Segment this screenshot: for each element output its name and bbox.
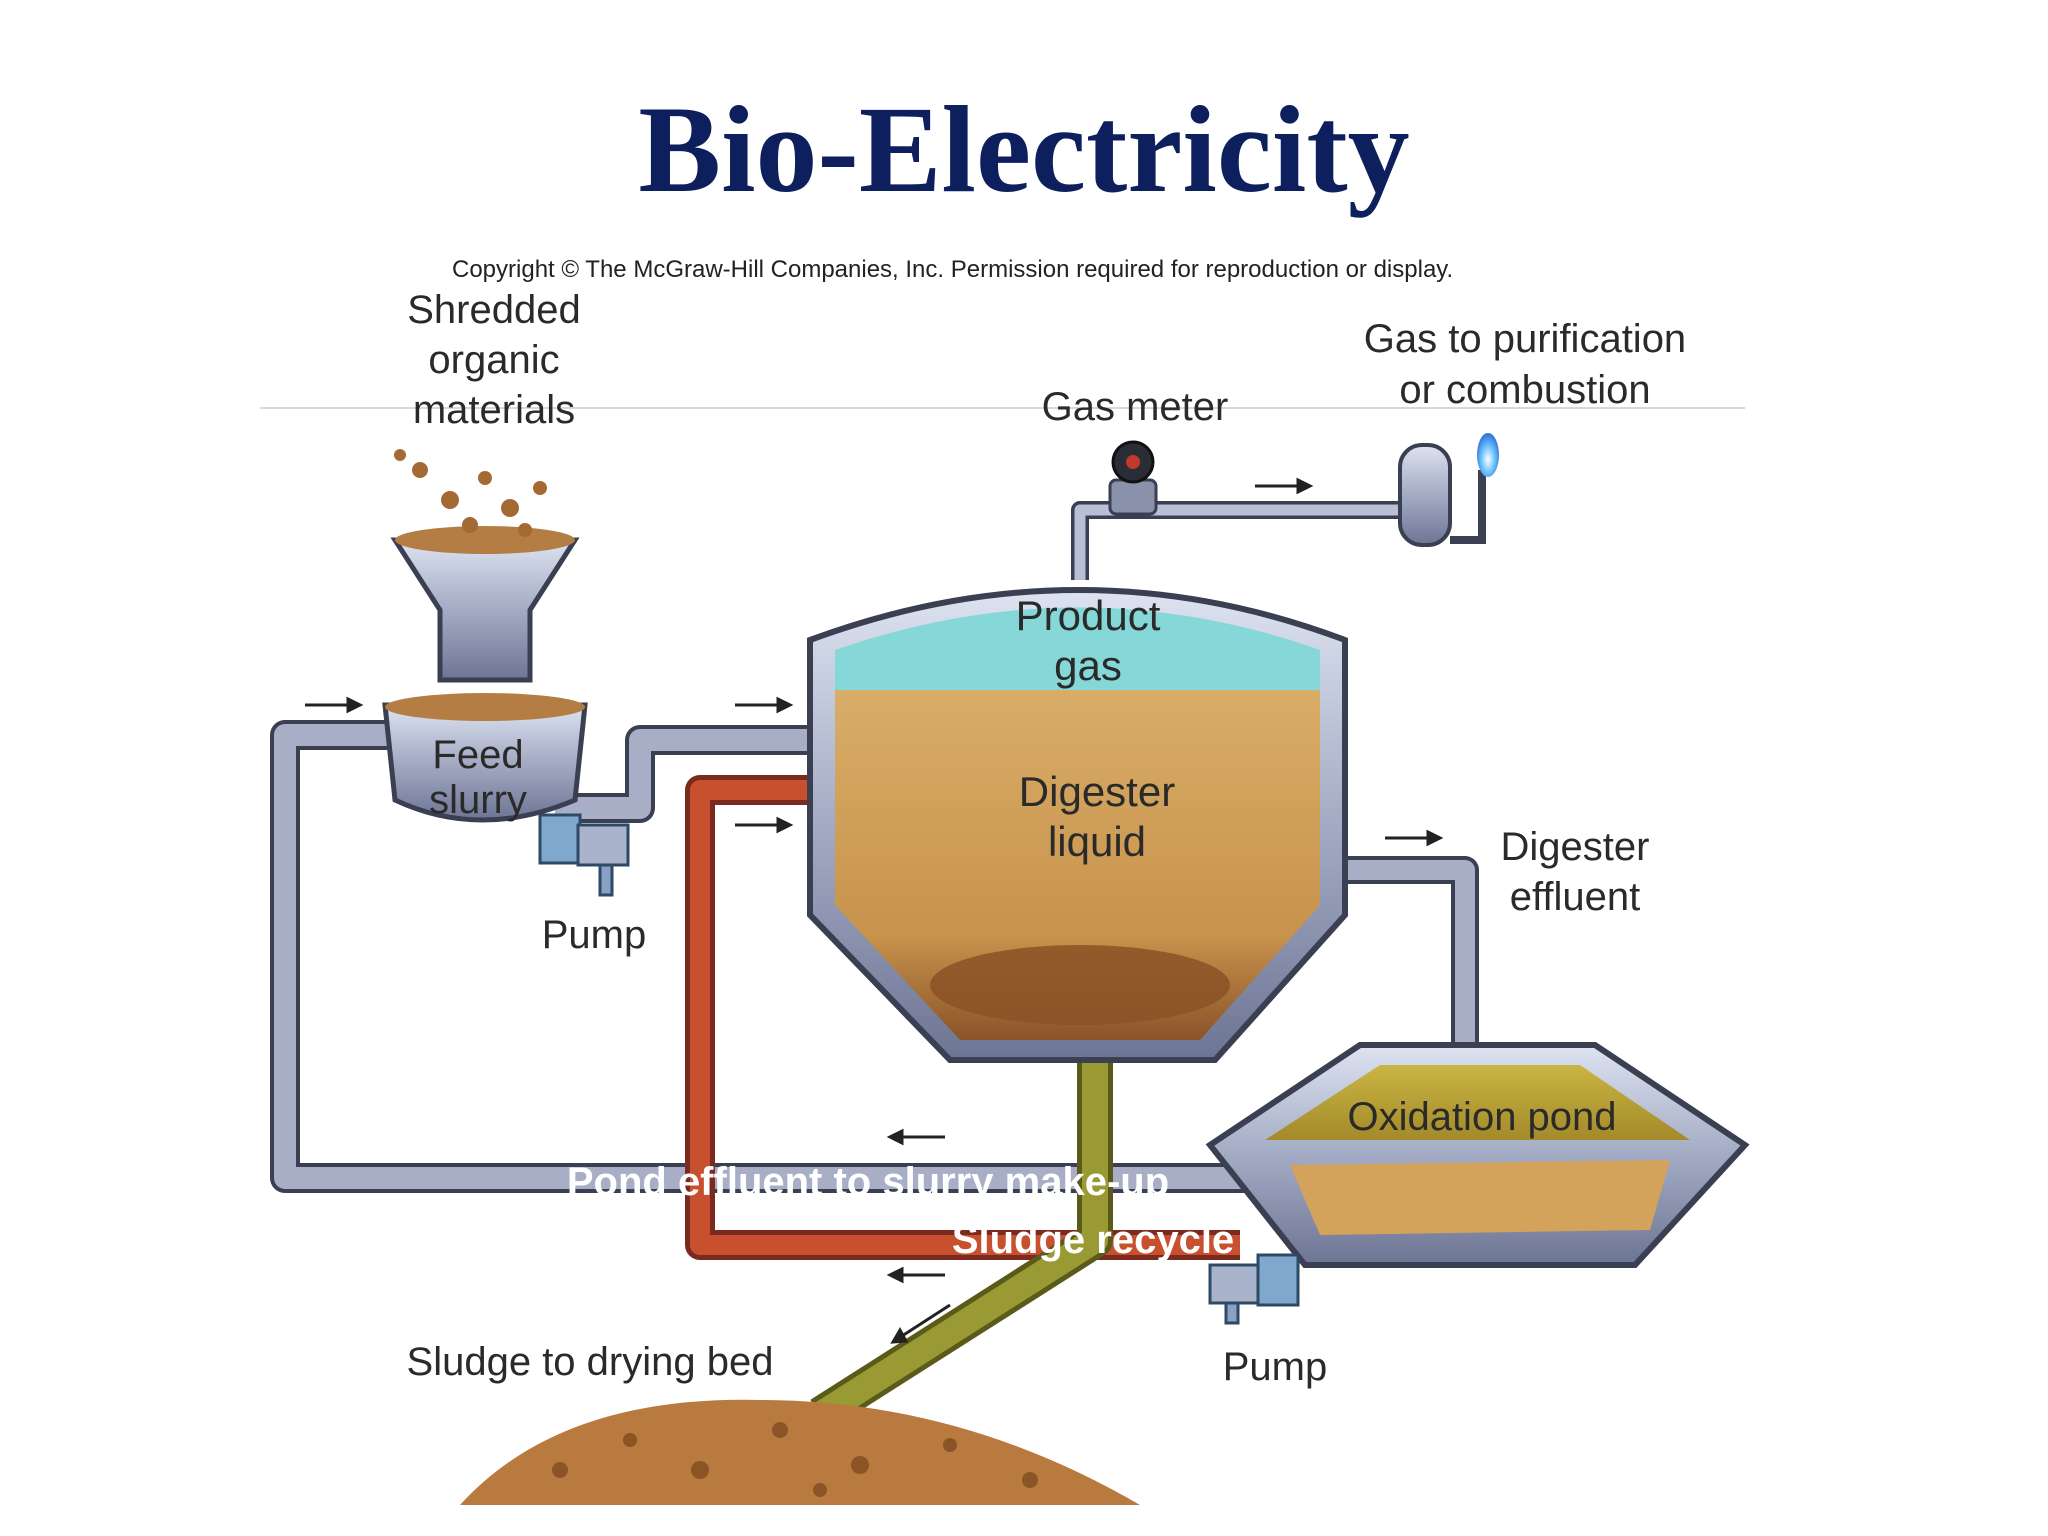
gas-pipe xyxy=(1071,501,1410,580)
slide-title: Bio-Electricity xyxy=(638,81,1410,218)
label-digester-liquid-line1: Digester xyxy=(1019,768,1175,815)
arrow-left-icon xyxy=(886,1266,945,1284)
flow-arrows xyxy=(305,477,1444,1344)
label-gas-meter: Gas meter xyxy=(1042,385,1229,429)
digester-liquid-region xyxy=(835,690,1320,1040)
label-gas-to-line1: Gas to purification xyxy=(1364,317,1686,361)
arrow-right-icon xyxy=(1385,829,1444,847)
label-pump-bottom: Pump xyxy=(1223,1345,1328,1389)
pump-icon xyxy=(538,813,630,897)
feed-slurry-tank xyxy=(382,693,588,823)
label-pump-left: Pump xyxy=(542,913,647,957)
hopper-funnel xyxy=(390,449,580,683)
arrow-right-icon xyxy=(735,696,794,714)
sludge-pile xyxy=(460,1399,1140,1505)
label-feed-slurry-line2: slurry xyxy=(429,778,527,822)
shredded-materials xyxy=(394,449,547,537)
label-digester-effluent-line1: Digester xyxy=(1501,825,1650,869)
label-digester-liquid-line2: liquid xyxy=(1048,818,1146,865)
arrow-right-icon xyxy=(1255,477,1314,495)
label-product-gas-line1: Product xyxy=(1016,592,1161,639)
label-pond-effluent: Pond effluent to slurry make-up xyxy=(567,1160,1169,1204)
gas-burner-icon xyxy=(1398,433,1499,547)
arrow-down-left-icon xyxy=(890,1303,951,1344)
product-gas-region xyxy=(835,607,1320,690)
label-oxidation-pond: Oxidation pond xyxy=(1347,1095,1616,1139)
label-digester-effluent-line2: effluent xyxy=(1510,875,1641,919)
label-shredded-line3: materials xyxy=(413,388,575,432)
pump-icon xyxy=(1208,1253,1300,1325)
digester-effluent-pipe xyxy=(1340,856,1479,1050)
sludge-layer xyxy=(930,945,1230,1025)
digester-tank xyxy=(807,587,1348,1063)
label-sludge-recycle: Sludge recycle xyxy=(952,1218,1234,1262)
label-feed-slurry-line1: Feed xyxy=(432,733,523,777)
arrow-right-icon xyxy=(735,816,794,834)
copyright-notice: Copyright © The McGraw-Hill Companies, I… xyxy=(452,256,1454,283)
label-gas-to-line2: or combustion xyxy=(1399,368,1650,412)
label-shredded-line2: organic xyxy=(428,338,559,382)
arrow-left-icon xyxy=(886,1128,945,1146)
label-product-gas-line2: gas xyxy=(1054,642,1122,689)
oxidation-pond xyxy=(1205,1042,1750,1268)
label-shredded-line1: Shredded xyxy=(407,288,580,332)
gas-meter-icon xyxy=(1108,440,1158,516)
label-sludge-to-drying: Sludge to drying bed xyxy=(407,1340,774,1384)
arrow-right-icon xyxy=(305,696,364,714)
